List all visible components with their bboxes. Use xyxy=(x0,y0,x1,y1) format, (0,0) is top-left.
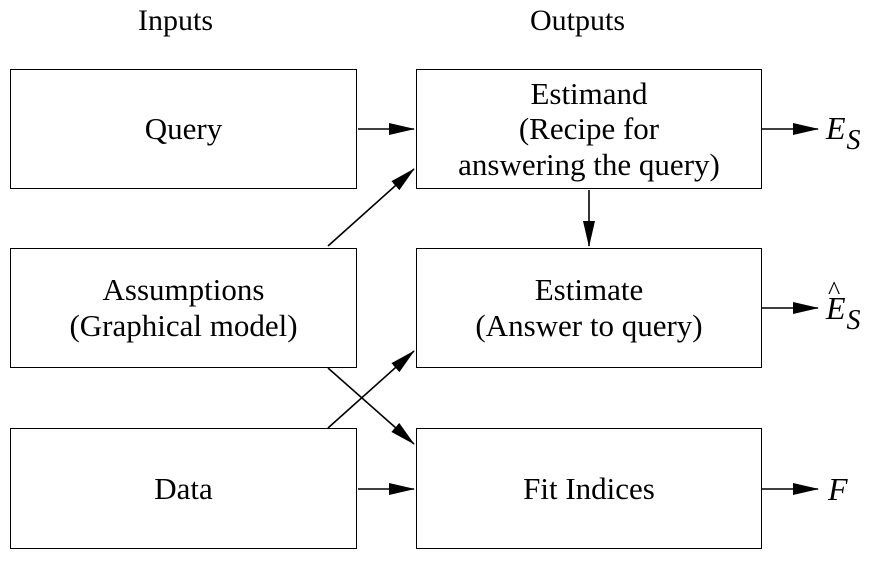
fit-indices-label: Fit Indices xyxy=(523,470,655,506)
estimand-label: Estimand xyxy=(530,75,648,111)
estimate-sublabel: (Answer to query) xyxy=(475,308,703,343)
query-box: Query xyxy=(10,69,357,189)
estimate-label: Estimate xyxy=(534,272,644,308)
fit-symbol-main: F xyxy=(828,471,848,507)
assumptions-sublabel: (Graphical model) xyxy=(69,308,298,343)
estimand-symbol-subscript: S xyxy=(846,125,861,156)
estimand-sublabel-1: (Recipe for xyxy=(518,111,660,147)
estimate-symbol-subscript: S xyxy=(846,305,861,336)
assumptions-box: Assumptions (Graphical model) xyxy=(10,248,357,368)
estimand-symbol: ES xyxy=(826,110,861,155)
data-label: Data xyxy=(154,470,213,506)
data-box: Data xyxy=(10,428,357,549)
estimand-sublabel-2: answering the query) xyxy=(458,146,720,182)
outputs-header: Outputs xyxy=(530,4,626,37)
estimate-box: Estimate (Answer to query) xyxy=(416,248,762,368)
assumptions-label: Assumptions xyxy=(102,272,265,308)
estimand-symbol-main: E xyxy=(826,110,846,146)
estimand-box: Estimand (Recipe for answering the query… xyxy=(416,69,762,189)
estimate-symbol-main: E xyxy=(826,290,846,326)
inputs-header: Inputs xyxy=(138,4,213,37)
fit-indices-box: Fit Indices xyxy=(416,428,762,549)
fit-symbol: F xyxy=(828,473,848,505)
estimate-symbol-hat: ^ xyxy=(828,276,841,305)
query-label: Query xyxy=(144,111,223,147)
estimate-symbol: ^ES xyxy=(826,278,861,335)
